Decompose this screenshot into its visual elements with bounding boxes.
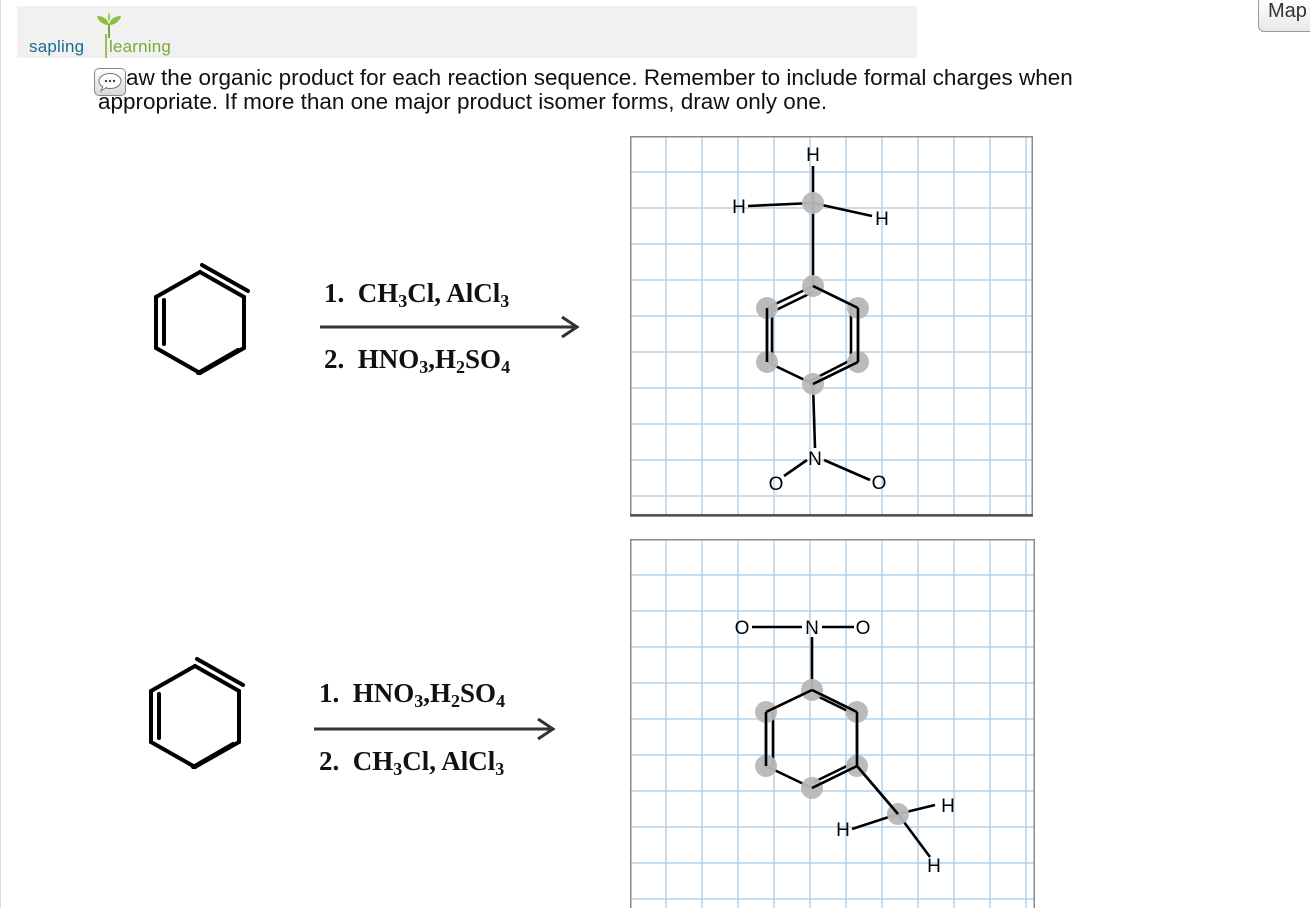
atom-label-h: H	[941, 796, 955, 817]
atom-label-o: O	[872, 473, 887, 494]
sprout-icon	[97, 12, 121, 38]
reaction-1-step-1: 1. CH3Cl, AlCl3	[324, 278, 510, 311]
reagent-text: Cl, AlCl	[402, 746, 496, 776]
reaction-2-step-1: 1. HNO3,H2SO4	[319, 678, 506, 711]
drawing-canvas-1[interactable]: H H H N O O	[630, 136, 1033, 517]
reagent-subscript: 2	[456, 357, 466, 377]
reagent-text: CH	[357, 278, 399, 308]
atom-label-n: N	[805, 618, 819, 639]
reaction-2-step-2: 2. CH3Cl, AlCl3	[319, 746, 505, 779]
reagent-subscript: 4	[496, 691, 506, 711]
logo-divider	[105, 34, 107, 58]
reagent-subscript: 3	[419, 357, 429, 377]
reagent-subscript: 3	[495, 759, 505, 779]
instructions-line-1: aw the organic product for each reaction…	[126, 65, 1073, 90]
logo-text-sapling: sapling	[29, 37, 85, 56]
reagent-text: SO	[465, 344, 502, 374]
reagent-subscript: 4	[501, 357, 511, 377]
step-number: 1.	[324, 278, 345, 308]
atom-label-h: H	[806, 145, 820, 166]
speech-bubble-icon	[98, 73, 122, 93]
product-structure-2: O N O H H H	[630, 539, 1035, 908]
comment-icon[interactable]	[94, 68, 126, 96]
reagent-subscript: 2	[451, 691, 461, 711]
atom-label-h: H	[732, 197, 746, 218]
reagent-subscript: 3	[398, 291, 408, 311]
reagent-text: CH	[352, 746, 394, 776]
atom-label-h: H	[927, 856, 941, 877]
logo-text-learning: learning	[109, 37, 172, 56]
reagent-subscript: 3	[414, 691, 424, 711]
reagent-text: HNO	[352, 678, 415, 708]
step-number: 2.	[324, 344, 345, 374]
reaction-arrow-2	[314, 717, 556, 741]
sapling-learning-logo[interactable]: sapling learning	[29, 12, 189, 58]
atom-label-n: N	[808, 449, 822, 470]
atom-label-h: H	[875, 209, 889, 230]
step-number: 2.	[319, 746, 340, 776]
map-button[interactable]: Map	[1258, 0, 1310, 32]
reagent-text: ,H	[428, 344, 457, 374]
drawing-canvas-2[interactable]: O N O H H H	[630, 539, 1035, 908]
reagent-subscript: 3	[393, 759, 403, 779]
atom-label-o: O	[856, 618, 871, 639]
reagent-text: ,H	[423, 678, 452, 708]
reagent-text: SO	[460, 678, 497, 708]
reaction-arrow-1	[320, 315, 580, 339]
reactant-benzene-1	[154, 263, 250, 375]
atom-label-h: H	[836, 820, 850, 841]
reactant-benzene-2	[149, 657, 245, 769]
question-instructions: aw the organic product for each reaction…	[98, 66, 1208, 114]
header-bar: sapling learning	[17, 6, 917, 58]
product-structure-1: H H H N O O	[630, 136, 1033, 517]
atom-label-o: O	[769, 474, 784, 495]
reagent-text: HNO	[357, 344, 420, 374]
atom-label-o: O	[735, 618, 750, 639]
page-left-border	[0, 0, 1, 908]
reagent-text: Cl, AlCl	[407, 278, 501, 308]
instructions-line-2: appropriate. If more than one major prod…	[98, 89, 828, 114]
reagent-subscript: 3	[500, 291, 510, 311]
step-number: 1.	[319, 678, 340, 708]
reaction-1-step-2: 2. HNO3,H2SO4	[324, 344, 511, 377]
